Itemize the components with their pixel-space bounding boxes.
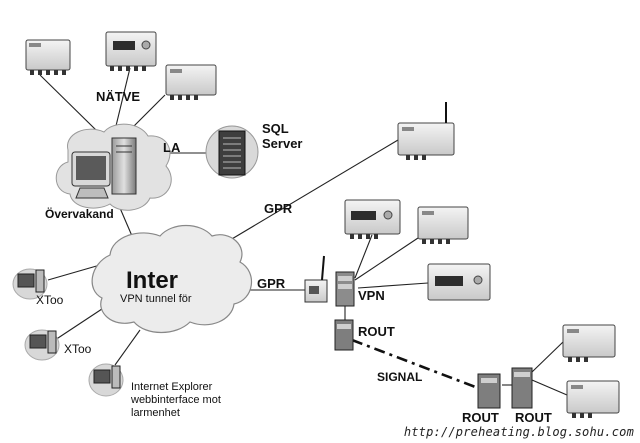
connection-lines <box>39 67 568 396</box>
label-xtoo-1: XToo <box>36 293 64 307</box>
label-rout-middle: ROUT <box>358 324 395 339</box>
label-sql: SQL <box>262 121 289 136</box>
label-monitoring: Övervakand <box>45 207 114 221</box>
label-vpn: VPN <box>358 288 385 303</box>
label-gpr-top: GPR <box>264 201 293 216</box>
label-ie-line3: larmenhet <box>131 407 180 419</box>
alarm-unit-top-left <box>25 39 71 75</box>
alarm-unit-top-right <box>165 64 217 100</box>
alarm-unit-vpn-2 <box>417 206 469 244</box>
gprs-modem-icon <box>304 255 328 303</box>
label-server: Server <box>262 136 303 151</box>
computer-icon-xtoo-1 <box>12 268 48 300</box>
sql-server-icon <box>205 125 259 179</box>
label-rout-left: ROUT <box>462 410 499 425</box>
computer-icon-xtoo-2 <box>24 329 60 361</box>
label-xtoo-2: XToo <box>64 342 92 356</box>
alarm-unit-gpr <box>397 102 455 160</box>
label-gpr-mid: GPR <box>257 276 286 291</box>
alarm-unit-vpn-1 <box>344 199 401 239</box>
label-la: LA <box>163 140 181 155</box>
alarm-unit-signal-1 <box>562 324 616 362</box>
router-left-icon <box>477 373 501 409</box>
label-ie-line1: Internet Explorer <box>131 381 213 393</box>
label-ie-line2: webbinterface mot <box>131 394 221 406</box>
label-signal: SIGNAL <box>377 370 423 384</box>
signal-link <box>351 338 479 390</box>
alarm-unit-vpn-3 <box>427 263 491 301</box>
alarm-unit-top-center <box>105 31 157 71</box>
router-right-icon <box>511 367 533 409</box>
label-natve: NÄTVE <box>96 89 141 104</box>
router-middle-icon <box>334 319 354 351</box>
internet-cloud <box>91 225 253 333</box>
label-vpn-tunnel: VPN tunnel för <box>120 293 192 305</box>
monitoring-station-icon <box>55 123 172 211</box>
computer-icon-browser <box>88 363 124 397</box>
vpn-router-icon <box>335 271 355 307</box>
label-internet: Inter <box>126 267 179 294</box>
alarm-unit-signal-2 <box>566 380 620 418</box>
watermark-text: http://preheating.blog.sohu.com <box>403 425 634 439</box>
label-rout-right: ROUT <box>515 410 552 425</box>
